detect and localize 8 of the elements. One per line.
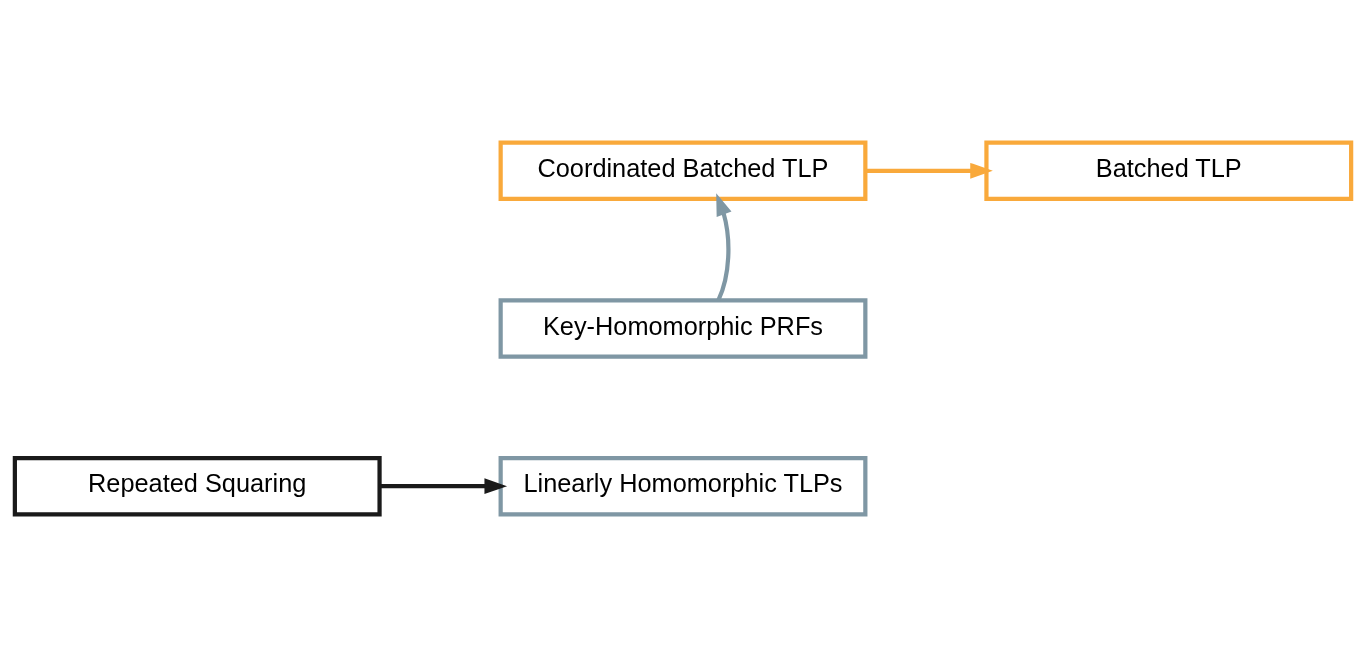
arrow — [865, 162, 993, 179]
node-box: Batched TLP — [984, 140, 1354, 202]
arrow — [716, 193, 732, 301]
node-box: Repeated Squaring — [12, 455, 382, 517]
node-box: Coordinated Batched TLP — [498, 140, 868, 202]
node-box: Linearly Homomorphic TLPs — [498, 455, 868, 517]
arrow — [379, 478, 508, 495]
node-box: Key-Homomorphic PRFs — [498, 298, 868, 359]
